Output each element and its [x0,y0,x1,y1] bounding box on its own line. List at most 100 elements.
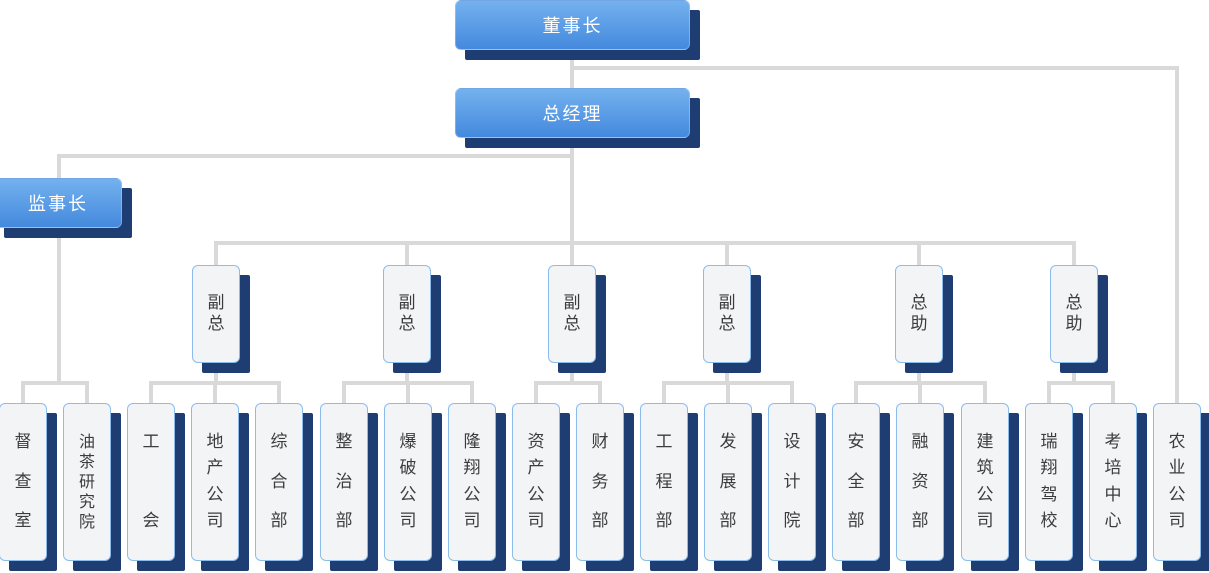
node-face: 督查室 [0,403,47,561]
node-face: 副总 [383,265,431,363]
org-node-label: 督查室 [14,432,32,531]
org-node-label: 副总 [398,293,416,334]
org-node-supervisor-chief: 监事长 [0,178,132,238]
org-node-middle: 副总 [192,265,250,373]
org-node-label: 总经理 [542,104,603,125]
connector-line [1047,381,1115,385]
org-node-label: 副总 [563,293,581,334]
connector-line [405,363,409,385]
org-node-general-manager: 总经理 [455,88,700,148]
connector-line [534,381,602,385]
node-face: 融资部 [896,403,944,561]
org-node-department: 隆翔公司 [448,403,506,571]
connector-line [725,363,729,385]
connector-line [854,381,858,405]
connector-line [570,137,574,245]
node-face: 农业公司 [1153,403,1201,561]
org-node-label: 财务部 [591,432,609,531]
connector-line [406,381,410,405]
connector-line [342,381,346,405]
node-face: 考培中心 [1089,403,1137,561]
org-node-department: 安全部 [832,403,890,571]
org-node-department: 综合部 [255,403,313,571]
org-node-department: 资产公司 [512,403,570,571]
node-face: 董事长 [455,0,690,50]
node-face: 总助 [895,265,943,363]
org-node-label: 董事长 [542,16,603,37]
node-face: 地产公司 [191,403,239,561]
connector-line [725,241,729,267]
node-face: 发展部 [704,403,752,561]
org-node-label: 发展部 [719,432,737,531]
connector-line [405,241,409,267]
org-node-label: 副总 [718,293,736,334]
org-node-chairman: 董事长 [455,0,700,60]
node-face: 资产公司 [512,403,560,561]
node-face: 综合部 [255,403,303,561]
connector-line [726,381,730,405]
org-node-department: 设计院 [768,403,826,571]
connector-line [1047,381,1051,405]
org-node-label: 安全部 [847,432,865,531]
org-node-label: 设计院 [783,432,801,531]
connector-line [534,381,538,405]
node-face: 财务部 [576,403,624,561]
connector-line [570,50,574,90]
connector-line [570,66,1179,70]
org-node-label: 考培中心 [1104,432,1122,531]
org-node-department: 工会 [127,403,185,571]
org-node-label: 资产公司 [527,432,545,531]
connector-line [21,381,25,405]
org-node-department: 财务部 [576,403,634,571]
org-node-department: 整治部 [320,403,378,571]
org-node-department: 发展部 [704,403,762,571]
node-face: 工程部 [640,403,688,561]
node-face: 建筑公司 [961,403,1009,561]
org-node-label: 地产公司 [206,432,224,531]
connector-line [918,381,922,405]
node-face: 安全部 [832,403,880,561]
org-node-label: 总助 [910,293,928,334]
org-node-label: 建筑公司 [976,432,994,531]
org-node-department: 瑞翔驾校 [1025,403,1083,571]
node-face: 监事长 [0,178,122,228]
connector-line [277,381,281,405]
connector-line [1072,363,1076,385]
org-node-label: 爆破公司 [399,432,417,531]
node-face: 隆翔公司 [448,403,496,561]
node-face: 设计院 [768,403,816,561]
connector-line [1072,241,1076,267]
org-node-label: 瑞翔驾校 [1040,432,1058,531]
node-face: 爆破公司 [384,403,432,561]
org-node-middle: 副总 [703,265,761,373]
org-node-middle: 总助 [895,265,953,373]
node-face: 副总 [548,265,596,363]
connector-line [213,381,217,405]
connector-line [57,154,61,180]
connector-line [570,363,574,385]
org-node-label: 监事长 [28,194,88,215]
org-node-label: 总助 [1065,293,1083,334]
org-node-department: 考培中心 [1089,403,1147,571]
org-node-department: 工程部 [640,403,698,571]
connector-line [917,241,921,267]
connector-line [790,381,794,405]
connector-line [470,381,474,405]
node-face: 总经理 [455,88,690,138]
connector-line [214,363,218,385]
org-node-label: 综合部 [270,432,288,531]
org-node-department: 融资部 [896,403,954,571]
org-node-label: 整治部 [335,432,353,531]
org-node-department: 农业公司 [1153,403,1209,571]
node-face: 副总 [192,265,240,363]
org-node-label: 工会 [142,432,160,531]
connector-line [21,381,89,385]
node-face: 瑞翔驾校 [1025,403,1073,561]
connector-line [57,154,574,158]
org-node-label: 融资部 [911,432,929,531]
org-node-label: 工程部 [655,432,673,531]
org-node-department: 地产公司 [191,403,249,571]
connector-line [1111,381,1115,405]
connector-line [149,381,153,405]
